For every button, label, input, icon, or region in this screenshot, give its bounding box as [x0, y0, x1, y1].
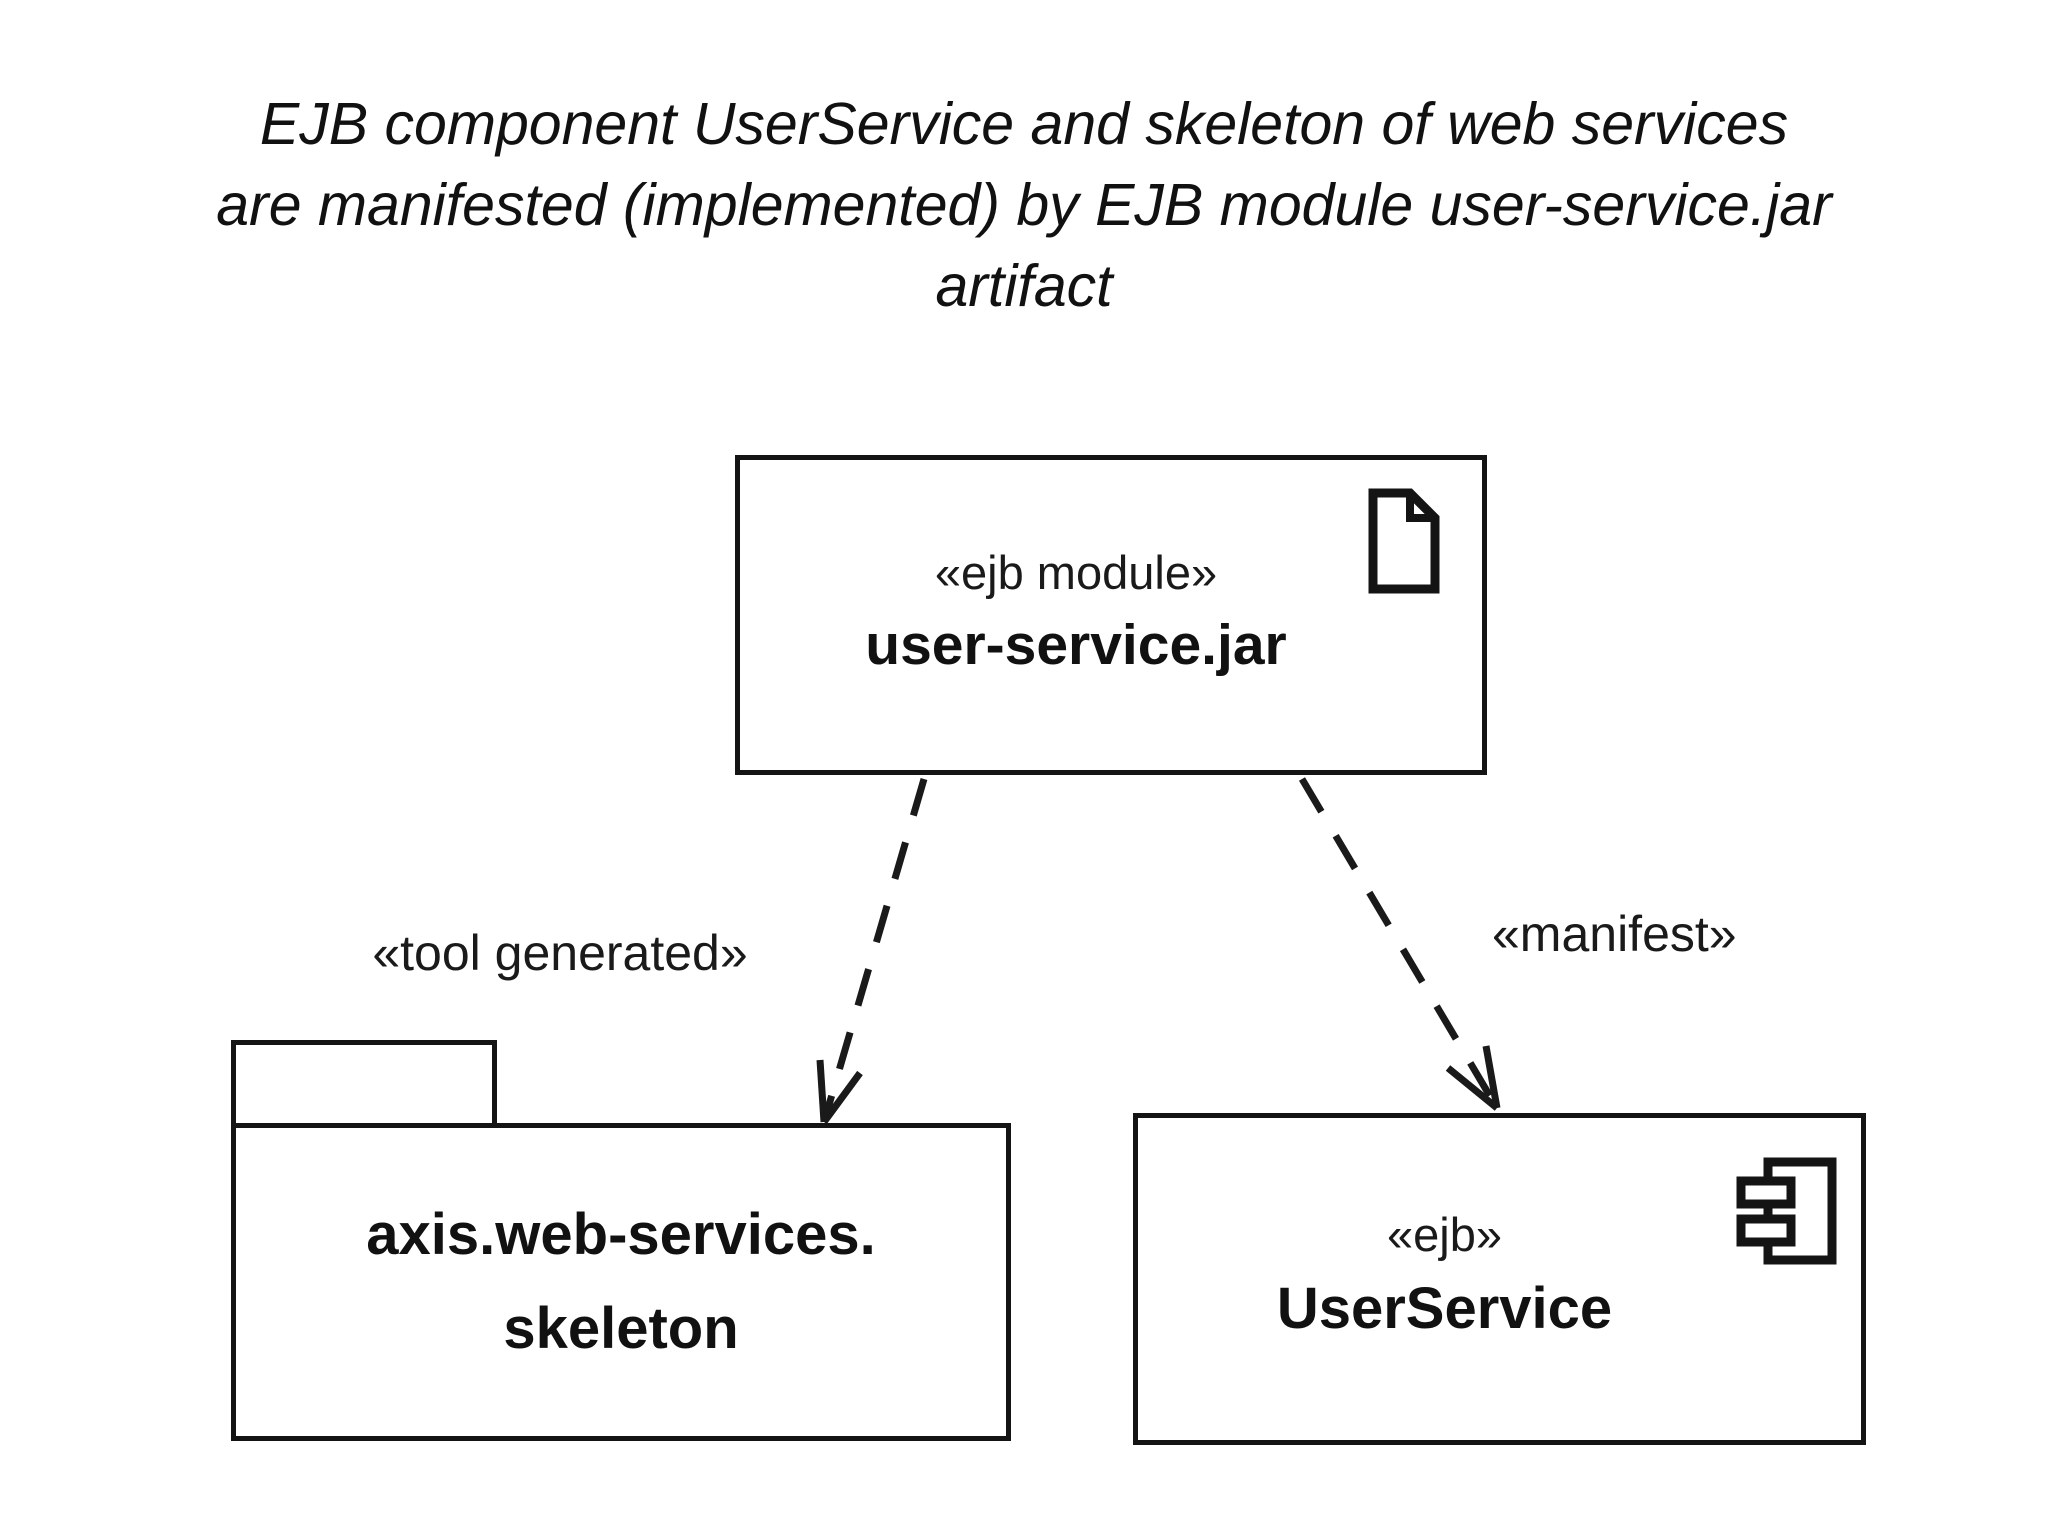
package-name-line1: axis.web-services. [366, 1202, 876, 1267]
page-title-line3: artifact [935, 253, 1113, 319]
component-node-text: «ejb» UserService [1277, 1205, 1722, 1353]
component-node-userservice: «ejb» UserService [1133, 1113, 1866, 1445]
component-stereotype: «ejb» [1387, 1208, 1502, 1261]
package-tab [231, 1040, 497, 1128]
package-node-text: axis.web-services. skeleton [366, 1188, 875, 1376]
edge-label-manifest: «manifest» [1492, 906, 1737, 962]
package-node-axis-web-services-skeleton: axis.web-services. skeleton [231, 1123, 1011, 1441]
uml-component-icon [1736, 1157, 1837, 1265]
artifact-name: user-service.jar [865, 613, 1287, 677]
page-title-line1: EJB component UserService and skeleton o… [259, 91, 1789, 157]
dependency-edge-manifest [1298, 777, 1501, 1111]
artifact-node-user-service-jar: «ejb module» user-service.jar [735, 455, 1487, 775]
artifact-document-icon [1368, 488, 1440, 594]
page-title-line2: are manifested (implemented) by EJB modu… [216, 172, 1832, 238]
page-title: EJB component UserService and skeleton o… [0, 84, 2048, 327]
artifact-node-text: «ejb module» user-service.jar [865, 543, 1356, 687]
artifact-stereotype: «ejb module» [934, 546, 1218, 599]
package-name-line2: skeleton [503, 1296, 739, 1361]
component-name: UserService [1276, 1276, 1613, 1341]
edge-label-tool-generated: «tool generated» [372, 925, 748, 981]
